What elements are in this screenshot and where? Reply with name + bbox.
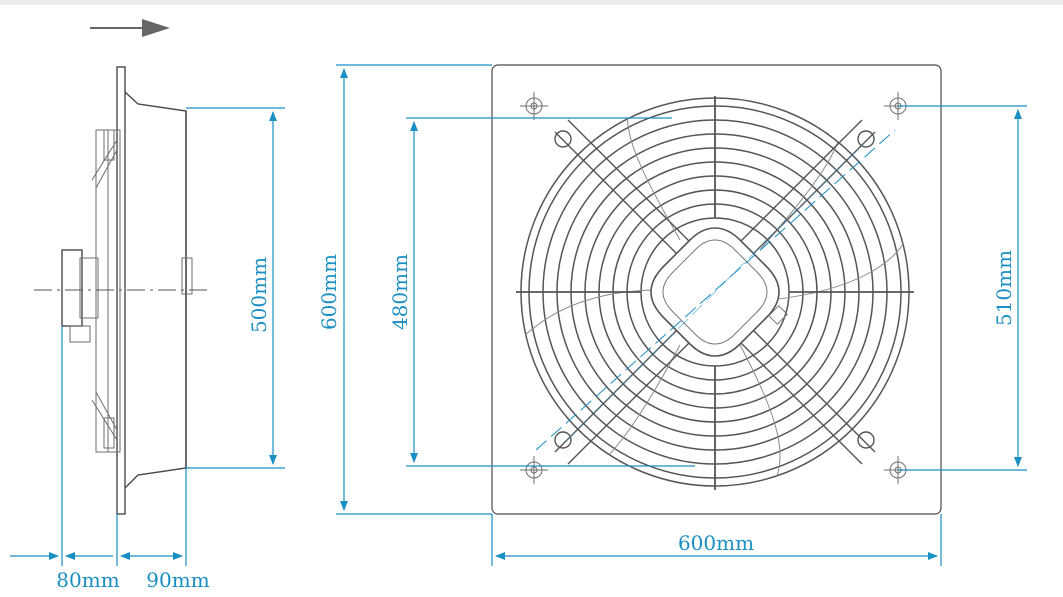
mount-hole-top-left bbox=[520, 92, 548, 120]
side-height-dimension bbox=[186, 107, 285, 469]
support-arms bbox=[554, 119, 876, 465]
front-view bbox=[491, 64, 942, 515]
overall-height-label: 600mm bbox=[317, 254, 341, 330]
top-strip bbox=[0, 0, 1063, 5]
motor-hub bbox=[650, 227, 788, 357]
grille-height-label: 480mm bbox=[388, 254, 412, 330]
hole-spacing-dimension bbox=[898, 105, 1027, 471]
depth-dimensions bbox=[10, 326, 187, 566]
side-view bbox=[34, 66, 212, 515]
overall-width-dimension bbox=[491, 514, 942, 566]
body-depth-label: 90mm bbox=[146, 568, 209, 592]
motor-depth-label: 80mm bbox=[56, 568, 119, 592]
overall-height-dimension bbox=[336, 64, 492, 515]
airflow-arrow-icon bbox=[90, 19, 170, 37]
hole-spacing-label: 510mm bbox=[992, 250, 1016, 326]
grille-height-dimension bbox=[406, 117, 695, 467]
grille-bars bbox=[516, 96, 914, 490]
mount-hole-bottom-left bbox=[520, 456, 548, 484]
side-height-label: 500mm bbox=[247, 257, 271, 333]
overall-width-label: 600mm bbox=[678, 531, 754, 555]
